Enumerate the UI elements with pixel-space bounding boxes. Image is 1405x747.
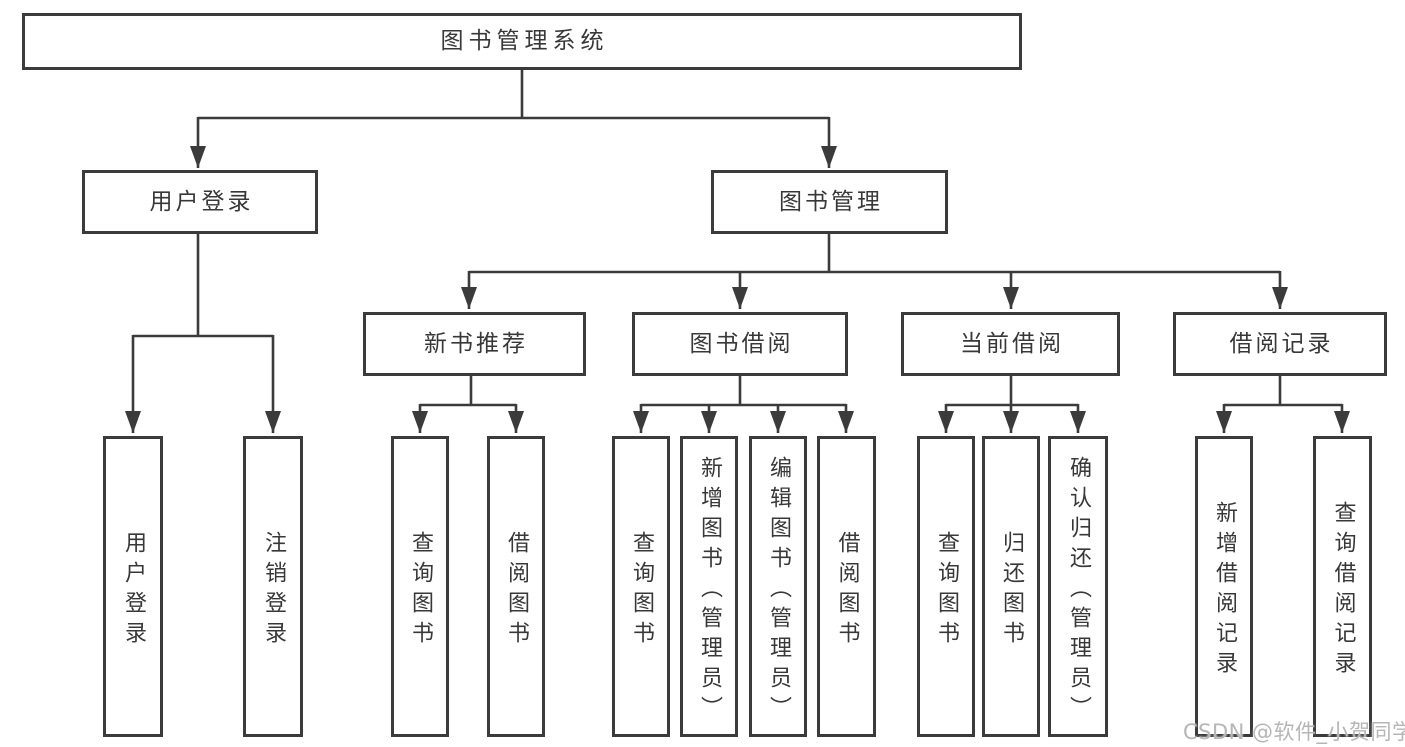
node-current-borrowing: 当前借阅 <box>901 312 1120 376</box>
node-label: 查询图书 <box>629 530 654 651</box>
node-label: 归还图书 <box>999 530 1024 651</box>
node-label: 当前借阅 <box>960 330 1064 357</box>
leaf-logout: 注销登录 <box>243 436 303 737</box>
node-label: 查询图书 <box>934 530 959 651</box>
connector-borrow-records-trunk <box>1224 376 1342 407</box>
connector-book-management-trunk <box>469 234 1280 274</box>
leaf-query-books-3: 查询图书 <box>917 436 975 737</box>
connector-new-book-trunk <box>420 376 516 407</box>
node-library-system: 图书管理系统 <box>22 13 1022 70</box>
node-label: 新书推荐 <box>424 330 528 357</box>
node-label: 新增图书（管理员） <box>697 455 722 726</box>
node-label: 借阅记录 <box>1229 330 1334 357</box>
node-label: 注销登录 <box>261 530 286 651</box>
node-label: 借阅图书 <box>834 530 860 651</box>
leaf-query-borrow-record: 查询借阅记录 <box>1313 436 1372 737</box>
node-label: 查询借阅记录 <box>1330 500 1356 681</box>
node-label: 图书借阅 <box>689 330 794 357</box>
connector-user-login-trunk <box>133 234 273 338</box>
leaf-query-books-2: 查询图书 <box>612 436 670 737</box>
node-borrow-records: 借阅记录 <box>1173 312 1387 376</box>
leaf-query-books-1: 查询图书 <box>391 436 449 737</box>
leaf-user-login: 用户登录 <box>103 436 163 737</box>
leaf-edit-books-admin: 编辑图书（管理员） <box>749 436 807 737</box>
leaf-add-books-admin: 新增图书（管理员） <box>680 436 738 737</box>
node-label: 用户登录 <box>149 188 254 215</box>
node-book-borrowing: 图书借阅 <box>632 312 848 376</box>
node-new-book-recommend: 新书推荐 <box>363 312 586 376</box>
leaf-borrow-books-2: 借阅图书 <box>817 436 876 737</box>
node-label: 图书管理 <box>779 188 883 215</box>
node-label: 新增借阅记录 <box>1212 500 1237 681</box>
node-label: 确认归还（管理员） <box>1066 455 1091 726</box>
node-label: 查询图书 <box>408 530 433 651</box>
leaf-add-borrow-record: 新增借阅记录 <box>1195 436 1253 737</box>
node-user-login: 用户登录 <box>82 170 318 234</box>
node-label: 借阅图书 <box>504 530 529 651</box>
node-label: 用户登录 <box>121 530 146 651</box>
leaf-return-books: 归还图书 <box>982 436 1040 737</box>
leaf-borrow-books-1: 借阅图书 <box>487 436 545 737</box>
leaf-confirm-return-admin: 确认归还（管理员） <box>1048 436 1108 737</box>
connector-current-borrowing-trunk <box>946 376 1078 407</box>
connector-book-borrowing-trunk <box>641 376 846 407</box>
node-book-management: 图书管理 <box>711 170 948 234</box>
watermark: CSDN @软件_小贺同学 <box>1183 720 1405 744</box>
node-label: 图书管理系统 <box>440 28 609 54</box>
node-label: 编辑图书（管理员） <box>766 455 791 726</box>
connector-root-trunk <box>198 69 829 120</box>
